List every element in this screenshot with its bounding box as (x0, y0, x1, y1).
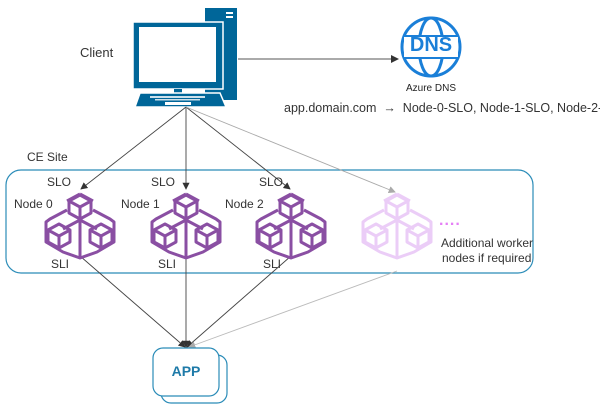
node-0-icon (46, 194, 114, 258)
client-computer-icon (132, 8, 237, 108)
arrow-node-2-app (186, 255, 292, 348)
node-0-name: Node 0 (14, 197, 53, 211)
node-to-app-arrows (79, 255, 398, 349)
globe-dns-icon (400, 16, 462, 78)
ce-site-box (5, 169, 534, 274)
arrow-node-extra-app (188, 270, 398, 349)
node-2-slo-label: SLO (259, 175, 284, 189)
arrow-client-node-2 (185, 106, 291, 190)
node-0-slo-label: SLO (47, 175, 72, 189)
node-2-icon (257, 194, 325, 258)
additional-node-icon (363, 194, 431, 258)
additional-nodes-line1: Additional worker (441, 236, 534, 250)
dns-label: Azure DNS (405, 83, 456, 94)
app-box (152, 347, 220, 397)
app-label: APP (171, 363, 201, 379)
additional-nodes-line2: nodes if required (442, 251, 532, 265)
node-1-name: Node 1 (121, 197, 160, 211)
arrow-node-0-app (79, 255, 186, 348)
node-1-icon (152, 194, 220, 258)
node-1-slo-label: SLO (151, 175, 176, 189)
dns-mapping-text: app.domain.com → Node-0-SLO, Node-1-SLO,… (284, 101, 600, 115)
arrow-client-node-0 (80, 106, 187, 190)
node-0-sli-label: SLI (51, 257, 70, 271)
more-nodes-dots: .... (439, 212, 461, 229)
node-1-sli-label: SLI (158, 257, 177, 271)
arrow-client-node-extra (185, 106, 396, 193)
client-to-node-arrows (80, 106, 396, 193)
dns-icon-text: DNS (409, 34, 453, 56)
node-2-name: Node 2 (225, 197, 264, 211)
client-label: Client (80, 45, 114, 60)
node-2-sli-label: SLI (263, 257, 282, 271)
ce-site-label: CE Site (27, 150, 68, 164)
